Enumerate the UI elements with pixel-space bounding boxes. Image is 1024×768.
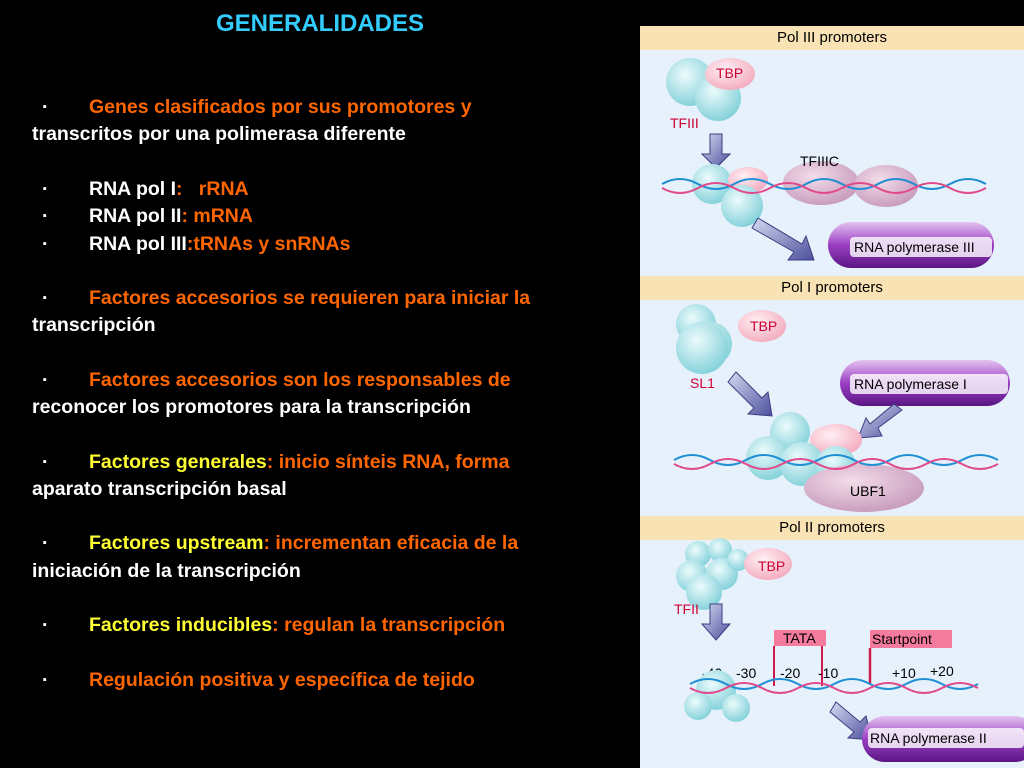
blob [684, 692, 712, 720]
dna-strand [689, 678, 979, 690]
blob [722, 694, 750, 722]
diagonal-arrow-icon [829, 701, 873, 741]
promoters-diagram: TBP TFIII TFIIIC RNA polymerase III TBP … [661, 58, 1024, 762]
pol2-tbp-label: TBP [758, 558, 785, 574]
list-item: ·RNA pol II: mRNA [32, 203, 632, 230]
pol2-polymerase-label: RNA polymerase II [870, 730, 987, 746]
bullet: · [42, 368, 49, 391]
down-arrow-icon [700, 603, 732, 641]
down-arrow-icon [700, 133, 732, 169]
bullet: · [42, 287, 49, 310]
pol3-tfiii-label: TFIII [670, 115, 699, 131]
tbp-blob [738, 310, 786, 342]
pol3-polymerase-label: RNA polymerase III [854, 239, 975, 255]
startpoint-label-bg [870, 630, 952, 648]
list-item: ·Factores upstream: incrementan eficacia… [32, 532, 519, 582]
pol1-tbp-label: TBP [750, 318, 777, 334]
pol3-tfiiic-label: TFIIIC [800, 153, 839, 169]
promoters-figure: Pol III promoters Pol I promoters Pol II… [640, 26, 1024, 768]
position-label: +10 [892, 665, 916, 681]
blob [721, 185, 763, 227]
bullet: · [42, 96, 49, 118]
bullet: · [42, 205, 49, 228]
bullet: · [42, 450, 49, 473]
bullet: · [42, 614, 49, 637]
dna-strand [673, 458, 999, 470]
list-item: ·Factores accesorios son los responsable… [32, 368, 511, 419]
list-item: ·Factores inducibles: regulan la transcr… [32, 612, 632, 639]
bullet: · [42, 177, 49, 200]
pol2-diagram: TBP TFII TATA Startpoint -40 -30 -20 -10… [674, 538, 1024, 762]
pol1-header: Pol I promoters [640, 276, 1024, 300]
pol1-sl1-label: SL1 [690, 375, 715, 391]
ubf1-blob [804, 464, 924, 512]
position-label: -10 [818, 665, 838, 681]
pol2-header: Pol II promoters [640, 516, 1024, 540]
list-item: ·Regulación positiva y específica de tej… [32, 667, 632, 694]
list-item: ·Factores generales: inicio sínteis RNA,… [32, 450, 510, 501]
bullet-list: ·Genes clasificados por sus promotores y… [32, 94, 632, 694]
list-item: ·Factores accesorios se requieren para i… [32, 287, 531, 337]
dna-strand [661, 182, 987, 194]
position-label: +20 [930, 663, 954, 679]
tfiiic-blob [854, 165, 918, 207]
pol2-tata-label: TATA [783, 630, 816, 646]
position-label: -30 [736, 665, 756, 681]
pol1-ubf1-label: UBF1 [850, 483, 886, 499]
pol3-tbp-label: TBP [716, 65, 743, 81]
position-label: -20 [780, 665, 800, 681]
diagonal-arrow-icon [751, 217, 815, 261]
dna-strand [673, 454, 999, 466]
tbp-blob [744, 548, 792, 580]
tbp-blob [705, 58, 755, 90]
dna-strand [661, 178, 987, 190]
dna-strand [689, 682, 979, 694]
tata-box-label-bg [774, 630, 826, 646]
pol2-startpoint-label: Startpoint [872, 631, 932, 647]
pol3-header: Pol III promoters [640, 26, 1024, 50]
blob [708, 538, 732, 562]
tfiiic-blob [783, 161, 859, 205]
list-item: ·RNA pol I: rRNA [32, 176, 632, 203]
bullet: · [42, 532, 49, 555]
slide-title: GENERALIDADES [216, 10, 425, 37]
pol1-diagram: TBP SL1 RNA polymerase I UBF1 [673, 304, 1010, 512]
blob [727, 549, 749, 571]
list-item: ·RNA pol III:tRNAs y snRNAs [32, 231, 632, 258]
bullet: · [42, 232, 49, 255]
pol3-diagram: TBP TFIII TFIIIC RNA polymerase III [661, 58, 994, 268]
diagonal-arrow-icon [727, 371, 773, 417]
blob [676, 322, 728, 374]
pol2-tfii-label: TFII [674, 601, 699, 617]
blob [686, 574, 722, 610]
diagonal-arrow-icon [857, 403, 903, 439]
tbp-blob [810, 424, 862, 456]
list-item: ·Genes clasificados por sus promotores y… [32, 96, 472, 146]
pol1-polymerase-label: RNA polymerase I [854, 376, 967, 392]
bullet: · [42, 668, 49, 691]
